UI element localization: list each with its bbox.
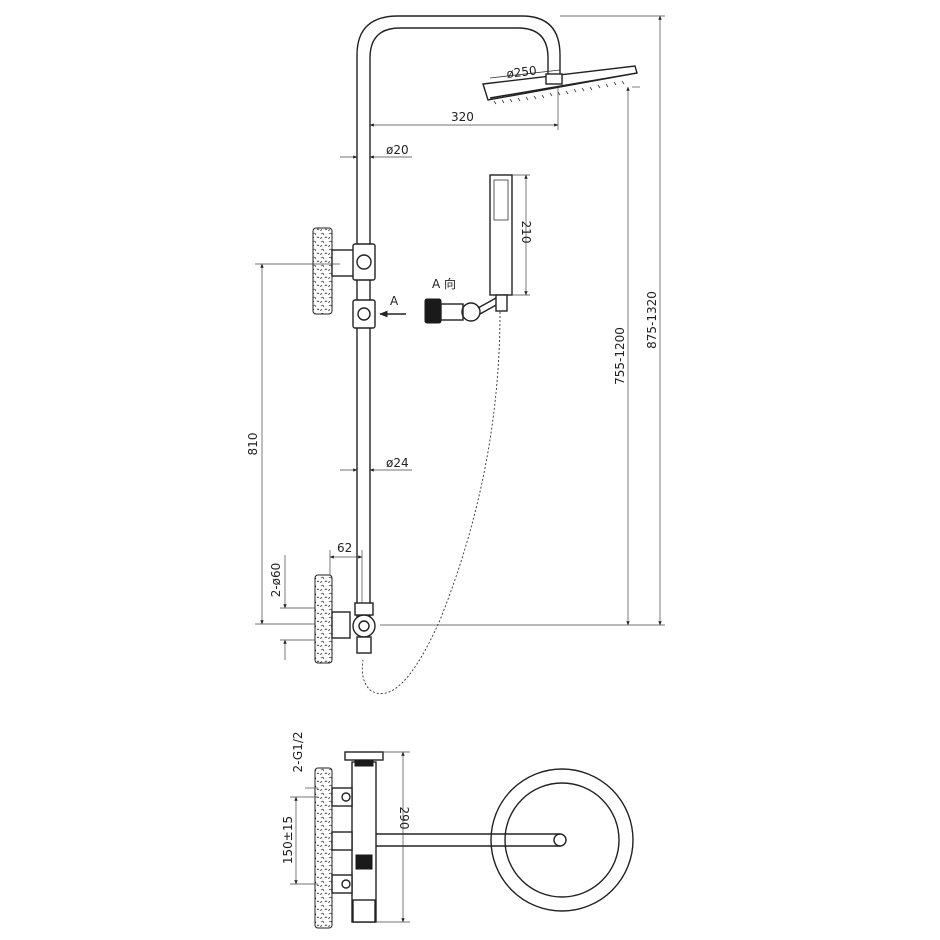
bracket-spacing-label: 810 (246, 433, 260, 456)
riser-pipe-outer (356, 15, 561, 620)
overall-height-label: 875-1320 (645, 291, 659, 349)
mixer-valve-front (314, 574, 376, 664)
front-view: ø250 320 ø20 A A 向 (246, 15, 665, 695)
shower-hose (361, 311, 501, 695)
rain-shower-head: ø250 (482, 63, 638, 105)
head-height-label: 755-1200 (613, 327, 627, 385)
slide-holder: A (352, 294, 406, 329)
inlet-lower (331, 874, 353, 894)
head-plan-inner (504, 782, 620, 898)
upper-wall-bracket (312, 227, 376, 315)
mixer-length-label: 290 (397, 807, 411, 830)
arm-reach-label: 320 (451, 110, 474, 124)
hand-shower: 210 (489, 174, 533, 312)
lower-pipe-diameter-label: ø24 (386, 456, 409, 470)
head-diameter-label: ø250 (506, 63, 538, 81)
inlet-spacing-label: 150±15 (281, 816, 295, 864)
view-caption: A 向 (432, 276, 456, 291)
handshower-length-label: 210 (519, 221, 533, 244)
upper-pipe-diameter-label: ø20 (386, 143, 409, 157)
inlet-thread-label: 2-G1/2 (291, 731, 305, 772)
holder-detail-a: A 向 (424, 276, 499, 324)
view-arrow-label: A (390, 294, 399, 308)
mixer-offset-label: 62 (337, 541, 352, 555)
inlet-upper (331, 787, 353, 807)
riser-pipe-inner (369, 27, 549, 620)
escutcheon-diameter-label: 2-ø60 (269, 563, 283, 598)
mixer-body (351, 761, 377, 923)
head-plan-outer (490, 768, 634, 912)
plan-view: 2-G1/2 150±15 290 (281, 731, 634, 929)
